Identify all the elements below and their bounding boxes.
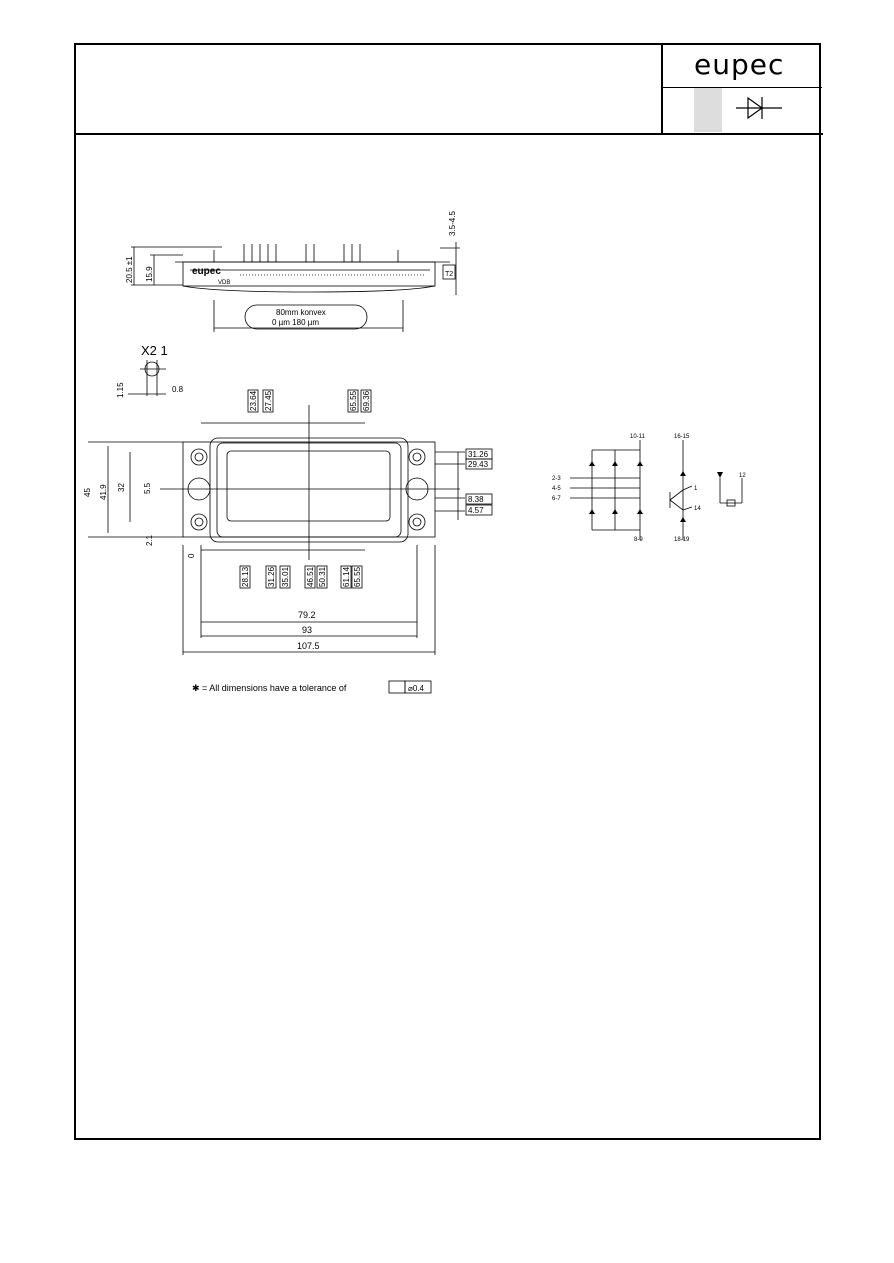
module-logo: eupec bbox=[192, 266, 221, 277]
pin-label-16-15: 16-15 bbox=[674, 434, 690, 440]
right-dim-2: 29.43 bbox=[468, 460, 489, 469]
module-code: VDB bbox=[218, 280, 230, 286]
right-dim-4: 4.57 bbox=[468, 506, 484, 515]
pin-label-14: 14 bbox=[694, 506, 701, 512]
dim-height: 15.9 bbox=[145, 266, 154, 282]
detail-label: X2 1 bbox=[141, 343, 168, 358]
bottom-dim-6: 61.14 bbox=[342, 566, 351, 587]
right-dim-3: 8.38 bbox=[468, 495, 484, 504]
logo-divider bbox=[662, 87, 822, 88]
bottom-dim-7: 65.55 bbox=[353, 566, 362, 587]
bottom-dim-1: 28.13 bbox=[241, 566, 250, 587]
detail-dim-b: 0.8 bbox=[172, 385, 184, 394]
top-dim-2: 27.45 bbox=[264, 390, 273, 411]
schematic-diodes bbox=[589, 461, 723, 522]
left-dim-5: 2.1 bbox=[145, 534, 154, 546]
top-view bbox=[88, 405, 465, 655]
header-divider bbox=[74, 133, 823, 135]
pin-label-12: 12 bbox=[739, 473, 746, 479]
dim-pin-tolerance: 3.5-4.5 bbox=[448, 211, 457, 236]
circuit-schematic bbox=[570, 440, 743, 540]
left-dim-3: 32 bbox=[117, 483, 126, 492]
detail-dim-a: 1.15 bbox=[116, 382, 125, 398]
left-dim-2: 41.9 bbox=[99, 484, 108, 500]
pin-label-1: 1 bbox=[694, 486, 698, 492]
side-view bbox=[131, 242, 460, 332]
pin-label-8-9: 8-9 bbox=[634, 537, 643, 543]
width-dim-1: 79.2 bbox=[298, 610, 316, 620]
header-vertical-divider bbox=[661, 43, 663, 134]
bottom-dim-5: 50.31 bbox=[318, 566, 327, 587]
footnote-box: ⌀0.4 bbox=[408, 684, 424, 693]
right-dim-1: 31.26 bbox=[468, 450, 489, 459]
left-dim-4: 5.5 bbox=[143, 482, 152, 494]
eupec-logo: eupec bbox=[694, 48, 785, 81]
diode-symbol-icon bbox=[736, 96, 782, 120]
pin-label-2-3: 2-3 bbox=[552, 476, 561, 482]
left-dim-6: 0 bbox=[187, 553, 196, 558]
pin-label-18-19: 18-19 bbox=[674, 537, 690, 543]
top-dim-4: 69.36 bbox=[362, 390, 371, 411]
bottom-dim-2: 31.26 bbox=[267, 566, 276, 587]
dimension-boxes bbox=[239, 389, 493, 694]
note-line-1: 80mm konvex bbox=[276, 308, 326, 317]
grey-field bbox=[694, 88, 722, 132]
note-line-2: 0 µm 180 µm bbox=[272, 318, 319, 327]
dim-height-total: 20.5 ±1 bbox=[125, 256, 134, 283]
left-dim-1: 45 bbox=[83, 488, 92, 497]
pin-label-10-11: 10-11 bbox=[630, 434, 646, 440]
footnote-text: ✱ = All dimensions have a tolerance of bbox=[192, 683, 347, 693]
top-dim-3: 65.55 bbox=[349, 390, 358, 411]
top-dim-1: 23.64 bbox=[249, 390, 258, 411]
detail-x2 bbox=[128, 360, 166, 396]
annotations: 20.5 ±1 15.9 3.5-4.5 T2 eupec VDB 80mm k… bbox=[83, 211, 746, 693]
width-dim-3: 107.5 bbox=[297, 641, 320, 651]
bottom-dim-4: 46.51 bbox=[306, 566, 315, 587]
bottom-dim-3: 35.01 bbox=[281, 566, 290, 587]
width-dim-2: 93 bbox=[302, 625, 312, 635]
datum-box-label: T2 bbox=[445, 271, 453, 278]
pin-label-4-5: 4-5 bbox=[552, 486, 561, 492]
pin-label-6-7: 6-7 bbox=[552, 496, 561, 502]
